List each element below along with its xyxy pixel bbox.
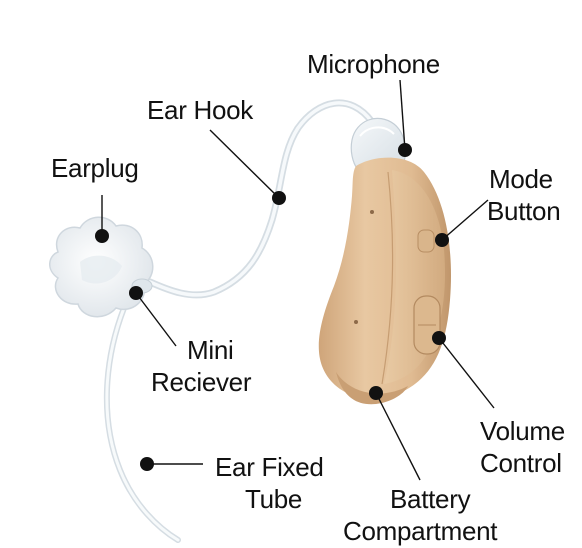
label-microphone: Microphone [307,49,440,79]
label-volume-control-line2: Control [480,448,562,478]
label-ear-fixed-tube-line1: Ear Fixed [215,452,324,482]
label-volume-control-line1: Volume [480,416,565,446]
mode-button-shape [417,229,435,253]
ear-fixed-tube [103,305,181,543]
mode-button-dot [435,233,449,247]
ear-fixed-tube-dot [140,457,154,471]
ear-hook-leader [209,129,280,199]
volume-control-dot [432,331,446,345]
battery-compartment-leader [375,392,421,481]
label-battery-compartment-line1: Battery [390,484,471,514]
ear-hook-tube [146,99,376,299]
labels: Microphone Ear Hook Earplug Mode Button … [51,49,565,546]
hearing-aid-device [49,99,451,543]
battery-compartment-dot [369,386,383,400]
earplug-dot [95,229,109,243]
label-ear-fixed-tube-line2: Tube [245,484,302,514]
leader-lines [95,79,495,481]
microphone-dot [398,143,412,157]
label-ear-hook: Ear Hook [147,95,254,125]
label-mini-receiver-line1: Mini [187,335,233,365]
mini-receiver-leader [135,292,177,347]
volume-control-leader [438,337,495,409]
label-mode-button-line1: Mode [489,164,553,194]
label-earplug: Earplug [51,153,139,183]
label-battery-compartment-line2: Compartment [343,516,498,546]
label-mode-button-line2: Button [487,196,560,226]
label-mini-receiver-line2: Reciever [151,367,252,397]
microphone-leader [399,79,406,151]
mode-button-leader [441,199,489,241]
battery-compartment-shape [336,372,408,405]
mini-receiver-dot [129,286,143,300]
ear-hook-dot [272,191,286,205]
